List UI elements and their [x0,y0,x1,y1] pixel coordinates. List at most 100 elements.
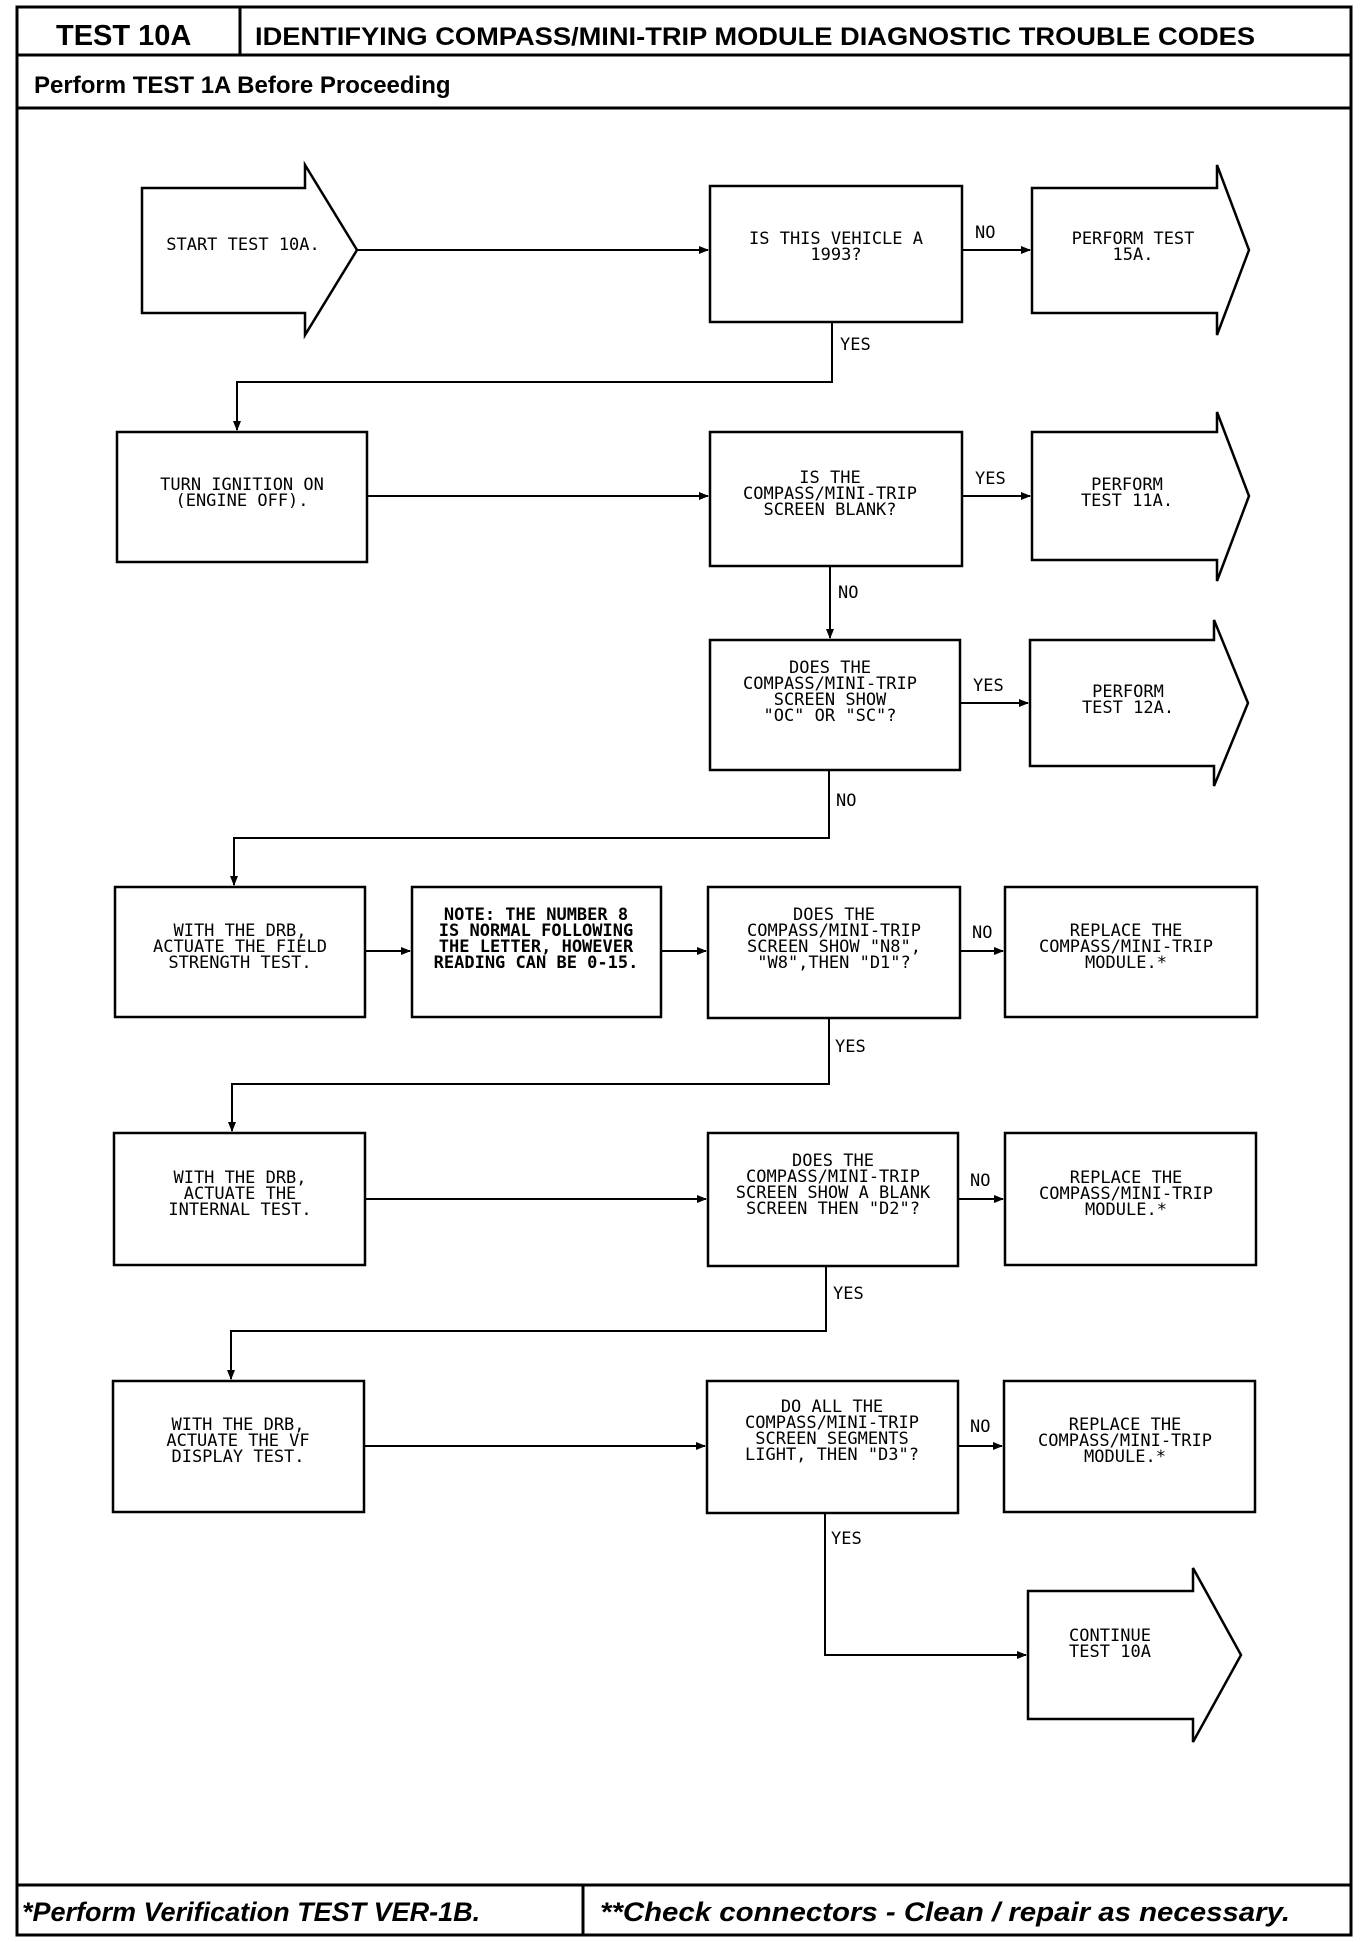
prerequisite-note: Perform TEST 1A Before Proceeding [34,72,451,99]
text-line: STRENGTH TEST. [168,953,311,973]
text-line: MODULE.* [1085,953,1167,973]
text-line: INTERNAL TEST. [168,1200,311,1220]
text-line: ACTUATE THE [184,1184,297,1204]
q2-yes-label: YES [975,469,1006,489]
text-line: SCREEN BLANK? [763,500,896,520]
text-line: LIGHT, THEN "D3"? [745,1445,919,1465]
q5-no-label: NO [970,1171,990,1191]
text-line: "W8",THEN "D1"? [757,953,911,973]
q4-no-label: NO [972,923,992,943]
text-line: IS NORMAL FOLLOWING [439,921,633,941]
text-line: 15A. [1113,245,1154,265]
text-line: DOES THE [789,658,871,678]
text-line: COMPASS/MINI-TRIP [1038,1431,1212,1451]
text-line: REPLACE THE [1069,1415,1182,1435]
text-line: DISPLAY TEST. [171,1447,304,1467]
text-line: IS THIS VEHICLE A [749,229,923,249]
text-line: NOTE: THE NUMBER 8 [444,905,628,925]
text-line: IS THE [799,468,860,488]
text-line: DOES THE [792,1151,874,1171]
text-line: WITH THE DRB, [173,1168,306,1188]
text-line: TURN IGNITION ON [160,475,324,495]
text-line: WITH THE DRB, [171,1415,304,1435]
q6-yes-label: YES [831,1529,862,1549]
text-line: PERFORM [1091,475,1163,495]
text-line: TEST 11A. [1081,491,1173,511]
action-turn-ignition-on: TURN IGNITION ON(ENGINE OFF). [115,430,369,564]
text-line: DOES THE [793,905,875,925]
text-line: MODULE.* [1085,1200,1167,1220]
text-line: PERFORM TEST [1072,229,1195,249]
text-line: "OC" OR "SC"? [763,706,896,726]
q5-yes-label: YES [833,1284,864,1304]
text-line: COMPASS/MINI-TRIP [743,674,917,694]
start-terminal-text: START TEST 10A. [166,235,320,255]
text-line: ACTUATE THE VF [166,1431,309,1451]
page-frame [15,5,1353,1937]
text-line: SCREEN SHOW "N8", [747,937,921,957]
text-line: REPLACE THE [1070,1168,1183,1188]
action-turn-ignition-on-text: TURN IGNITION ON(ENGINE OFF). [160,475,324,511]
text-line: (ENGINE OFF). [175,491,308,511]
text-line: SCREEN SEGMENTS [755,1429,909,1449]
text-line: TEST 10A [1069,1642,1151,1662]
text-line: 1993? [810,245,861,265]
text-line: SCREEN SHOW [774,690,887,710]
text-line: COMPASS/MINI-TRIP [746,1167,920,1187]
text-line: COMPASS/MINI-TRIP [1039,1184,1213,1204]
q3-no-label: NO [836,791,856,811]
text-line: DO ALL THE [781,1397,883,1417]
page-title: IDENTIFYING COMPASS/MINI-TRIP MODULE DIA… [255,23,1255,51]
text-line: START TEST 10A. [166,235,320,255]
q3-yes-label: YES [973,676,1004,696]
text-line: SCREEN SHOW A BLANK [736,1183,931,1203]
q1-yes-label: YES [840,335,871,355]
text-line: WITH THE DRB, [173,921,306,941]
text-line: CONTINUE [1069,1626,1151,1646]
text-line: COMPASS/MINI-TRIP [1039,937,1213,957]
text-line: MODULE.* [1084,1447,1166,1467]
text-line: SCREEN THEN "D2"? [746,1199,920,1219]
test-id: TEST 10A [56,20,191,52]
text-line: ACTUATE THE FIELD [153,937,327,957]
q6-no-label: NO [970,1417,990,1437]
text-line: THE LETTER, HOWEVER [439,937,634,957]
text-line: REPLACE THE [1070,921,1183,941]
q2-no-label: NO [838,583,858,603]
text-line: COMPASS/MINI-TRIP [743,484,917,504]
text-line: COMPASS/MINI-TRIP [745,1413,919,1433]
flow-connectors [227,246,1031,1659]
